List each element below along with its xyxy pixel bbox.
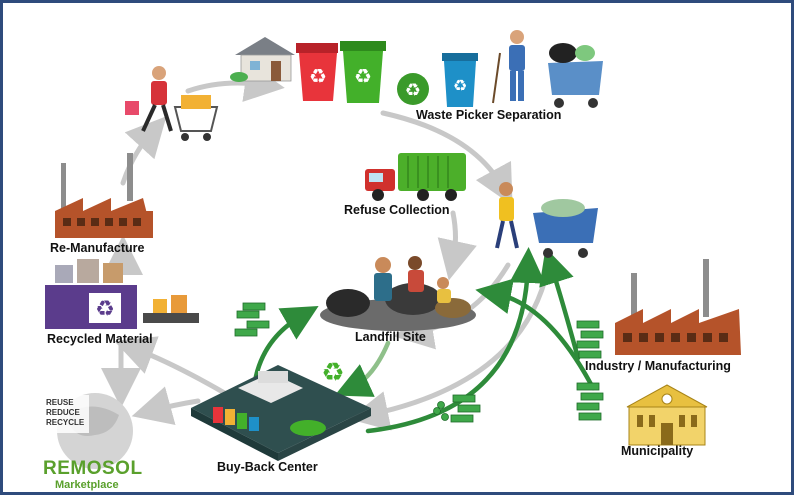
money-stack-icon — [234, 302, 270, 337]
arrow-municipality-to-picker — [475, 278, 596, 391]
label-landfill-site: Landfill Site — [355, 330, 426, 344]
shopper-illustration — [125, 66, 219, 141]
blue-recycle-bin: ♻ — [442, 53, 478, 107]
label-buy-back-center: Buy-Back Center — [217, 460, 318, 474]
svg-text:♻: ♻ — [309, 64, 327, 88]
arrow-buyback-to-picker — [365, 247, 546, 434]
label-waste-picker-separation: Waste Picker Separation — [416, 108, 562, 122]
green-recycle-bin: ♻ — [340, 41, 386, 103]
arrow-buyback-to-landfill — [252, 306, 319, 384]
brand-subtitle: Marketplace — [55, 479, 119, 491]
remosol-logo — [45, 393, 133, 469]
badge-line-reduce: REDUCE — [46, 408, 80, 417]
brand-name: REMOSOL — [43, 458, 143, 479]
svg-text:♻: ♻ — [95, 297, 115, 322]
buy-back-center-illustration — [191, 365, 371, 461]
recycle-arrows-icon: ♻ — [321, 358, 344, 388]
landfill-illustration — [320, 256, 476, 331]
money-arrows — [252, 247, 596, 434]
municipality-building — [626, 384, 708, 446]
waste-cycle-diagram: ♻ ♻ ♻ ♻ — [45, 30, 741, 469]
label-industry-manufacturing: Industry / Manufacturing — [585, 359, 731, 373]
recycled-material-illustration: ♻ — [45, 259, 199, 329]
svg-text:♻: ♻ — [453, 76, 467, 95]
recycle-bag-icon: ♻ — [397, 73, 429, 105]
picker-with-trolley — [495, 182, 598, 258]
arrow-landfill-to-buyback — [334, 340, 391, 397]
arrow-manufacture-to-consumer — [120, 116, 167, 186]
waste-picker-cart — [548, 43, 603, 108]
waste-picker-worker — [492, 30, 525, 104]
svg-text:♻: ♻ — [354, 64, 372, 88]
label-municipality: Municipality — [621, 444, 694, 458]
re-manufacture-factory — [55, 153, 153, 238]
badge-line-recycle: RECYCLE — [46, 418, 85, 427]
house-illustration — [230, 37, 295, 82]
arrow-consumer-to-bins — [185, 62, 285, 102]
reuse-reduce-recycle-badge: REUSE REDUCE RECYCLE — [46, 398, 84, 428]
arrow-buyback-to-logo — [131, 386, 201, 426]
arrow-bins-to-picker — [380, 110, 513, 206]
refuse-truck — [365, 153, 466, 201]
arrow-buyback-to-recycled — [114, 336, 231, 398]
money-stack-icon — [576, 320, 604, 421]
badge-line-reuse: REUSE — [46, 398, 74, 407]
label-re-manufacture: Re-Manufacture — [50, 241, 145, 255]
label-recycled-material: Recycled Material — [47, 332, 153, 346]
container-stack — [213, 407, 259, 431]
label-refuse-collection: Refuse Collection — [344, 203, 450, 217]
arrow-industry-to-picker — [539, 247, 581, 361]
arrow-picker-to-buyback — [348, 265, 551, 431]
arrow-refuse-to-landfill — [437, 210, 477, 281]
red-recycle-bin: ♻ — [296, 43, 338, 101]
money-stack-icon — [433, 394, 481, 423]
svg-text:♻: ♻ — [405, 80, 421, 101]
industry-factory — [615, 259, 741, 355]
svg-text:♻: ♻ — [321, 358, 344, 388]
